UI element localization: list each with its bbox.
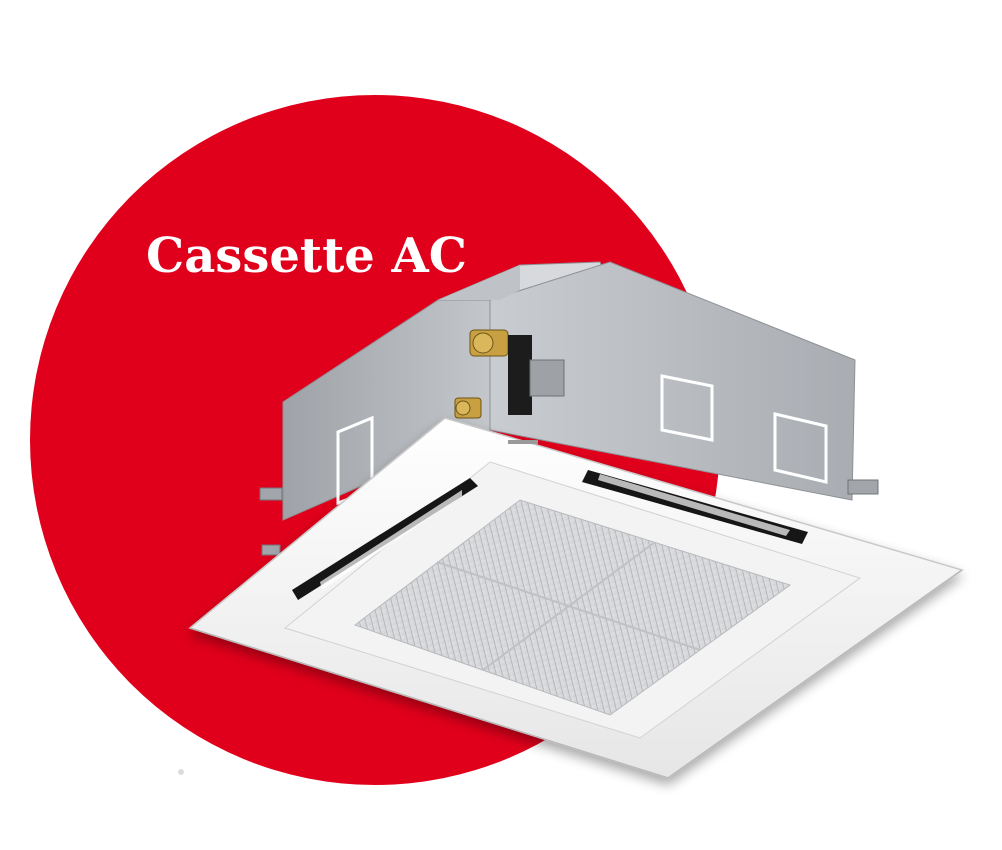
- front-panel: [188, 417, 964, 779]
- product-title: Cassette AC: [146, 228, 467, 284]
- housing: [259, 261, 879, 556]
